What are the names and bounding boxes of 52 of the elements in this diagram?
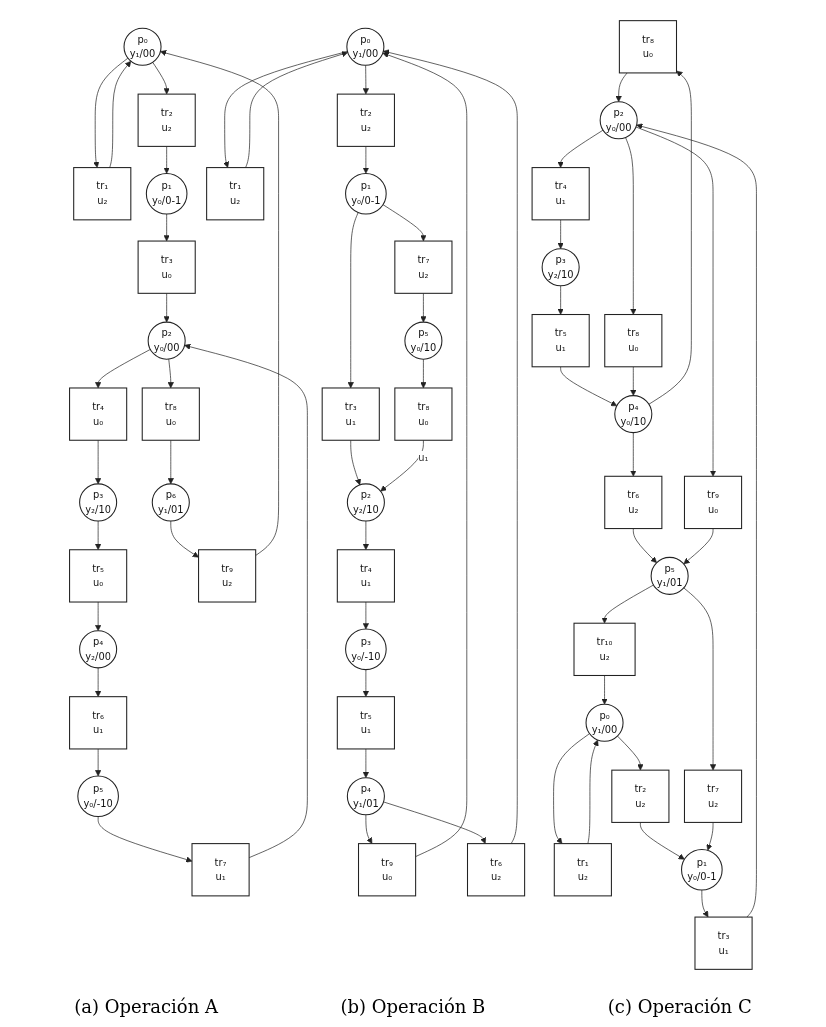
node-circle: p₁ y₀/0-1 (681, 848, 723, 891)
node-box: tr₈ u₀ (394, 387, 453, 441)
edge-label: u₁ (418, 452, 429, 464)
node-circle: p₄ y₀/10 (614, 395, 653, 434)
node-circle: p₅ y₀/-10 (77, 775, 119, 818)
node-circle: p₃ y₂/10 (541, 248, 580, 287)
node-circle: p₁ y₀/0-1 (345, 172, 387, 215)
node-circle: p₆ y₁/01 (151, 483, 190, 522)
node-circle: p₃ y₀/-10 (345, 628, 387, 671)
node-box: tr₆ u₁ (69, 696, 128, 750)
node-circle: p₄ y₂/00 (79, 630, 118, 669)
node-circle: p₄ y₁/01 (346, 777, 385, 816)
node-box: tr₉ u₂ (198, 549, 257, 603)
node-box: tr₂ u₂ (611, 769, 670, 823)
node-circle: p₀ y₁/00 (585, 703, 624, 742)
node-box: tr₂ u₂ (336, 93, 395, 147)
node-box: tr₉ u₀ (358, 843, 417, 897)
node-box: tr₈ u₀ (141, 387, 200, 441)
node-box: tr₆ u₂ (466, 843, 526, 897)
node-box: tr₉ u₀ (683, 475, 743, 530)
node-box: tr₃ u₀ (137, 240, 196, 294)
node-circle: p₅ y₁/01 (650, 556, 689, 595)
node-circle: p₂ y₀/00 (147, 321, 186, 360)
node-box: tr₈ u₀ (604, 314, 663, 368)
node-circle: p₃ y₂/10 (79, 483, 118, 522)
node-box: tr₇ u₁ (191, 843, 250, 897)
node-box: tr₇ u₂ (683, 769, 743, 823)
node-box: tr₃ u₁ (321, 387, 380, 441)
node-box: tr₅ u₁ (336, 696, 395, 750)
node-box: tr₇ u₂ (394, 240, 453, 294)
node-box: tr₄ u₁ (531, 167, 590, 221)
node-circle: p₅ y₀/10 (404, 321, 443, 360)
node-box: tr₆ u₂ (604, 475, 663, 530)
node-box: tr₁₀ u₂ (573, 622, 636, 676)
node-box: tr₃ u₁ (694, 916, 753, 970)
node-box: tr₂ u₂ (137, 93, 196, 147)
node-box: tr₁ u₂ (206, 167, 265, 221)
node-circle: p₀ y₁/00 (346, 27, 385, 66)
caption: (c) Operación C (607, 996, 752, 1017)
node-circle: p₀ y₁/00 (123, 27, 162, 66)
node-circle: p₂ y₂/10 (346, 483, 385, 522)
node-box: tr₄ u₁ (336, 549, 395, 603)
node-box: tr₄ u₀ (69, 387, 128, 441)
node-box: tr₁ u₂ (73, 167, 132, 221)
node-box: tr₅ u₁ (531, 314, 590, 368)
node-box: tr₈ u₀ (618, 20, 678, 74)
node-box: tr₅ u₀ (69, 549, 128, 603)
node-box: tr₁ u₂ (553, 843, 612, 897)
node-circle: p₁ y₀/0-1 (145, 172, 188, 215)
caption: (b) Operación B (340, 996, 486, 1017)
caption: (a) Operación A (74, 996, 218, 1017)
node-circle: p₂ y₀/00 (599, 101, 638, 140)
